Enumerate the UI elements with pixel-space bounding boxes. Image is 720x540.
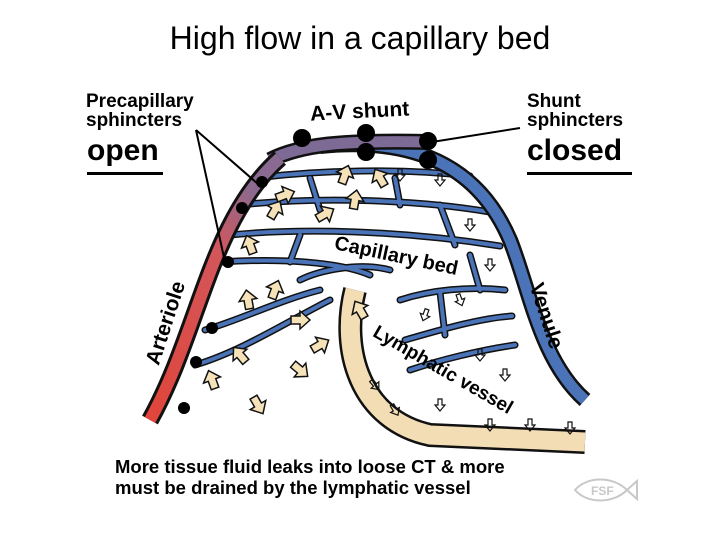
sphincter-dot-icon <box>293 129 311 147</box>
small-fluid-arrows <box>368 168 577 435</box>
shunt-state: closed <box>527 134 623 167</box>
fluid-arrow-icon <box>334 164 355 186</box>
shunt-sphincters-label-line2: sphincters <box>527 110 624 131</box>
fluid-arrow-icon <box>371 168 390 189</box>
fluid-arrow-icon <box>523 418 537 432</box>
precapillary-sphincter-dots <box>178 176 268 414</box>
caption-line1: More tissue fluid leaks into loose CT & … <box>115 456 505 477</box>
fluid-arrow-icon <box>563 421 577 435</box>
fluid-arrow-icon <box>248 394 267 415</box>
fluid-arrow-icon <box>483 418 497 432</box>
sphincter-dot-icon <box>222 256 234 268</box>
fluid-arrow-icon <box>289 360 309 378</box>
fluid-arrow-icon <box>473 348 487 362</box>
pointer-lines <box>195 127 521 263</box>
caption: More tissue fluid leaks into loose CT & … <box>115 456 505 498</box>
fluid-arrow-icon <box>453 292 466 307</box>
fluid-arrow-icon <box>351 300 370 321</box>
fluid-arrow-icon <box>389 402 401 417</box>
fluid-arrow-icon <box>419 307 432 322</box>
fluid-arrow-icon <box>237 289 259 311</box>
fluid-arrow-icon <box>344 189 366 211</box>
shunt-sphincter-dots <box>293 124 437 169</box>
fluid-arrow-icon <box>483 258 497 272</box>
sphincter-dot-icon <box>190 356 202 368</box>
fluid-arrow-icon <box>309 336 330 355</box>
sphincter-dot-icon <box>419 151 437 169</box>
capillary-network <box>191 167 519 374</box>
precapillary-label-line1: Precapillary <box>86 91 194 112</box>
fluid-arrow-icon <box>433 173 447 187</box>
sphincter-dot-icon <box>357 143 375 161</box>
sphincter-dot-icon <box>256 176 268 188</box>
shunt-underline <box>527 172 632 175</box>
fish-logo-icon: FSF <box>573 478 638 502</box>
logo-text: FSF <box>591 484 614 498</box>
fluid-arrow-icon <box>463 218 477 232</box>
fluid-arrow-icon <box>498 368 512 382</box>
shunt-sphincters-label: Shunt sphincters <box>527 92 623 130</box>
fluid-arrow-icon <box>264 279 285 301</box>
sphincter-dot-icon <box>357 124 375 142</box>
fluid-arrow-icon <box>393 168 407 182</box>
diagram-title: High flow in a capillary bed <box>169 20 551 56</box>
fluid-arrow-icon <box>314 205 335 224</box>
fluid-arrow-icon <box>240 234 261 256</box>
fluid-arrow-icon <box>433 398 447 412</box>
av-shunt-label: A-V shunt <box>310 97 410 125</box>
precapillary-label: Precapillary sphincters <box>86 92 194 130</box>
precapillary-state: open <box>87 134 159 167</box>
sphincter-dot-icon <box>419 132 437 150</box>
sphincter-dot-icon <box>206 322 218 334</box>
fluid-arrow-icon <box>265 200 284 221</box>
sphincter-dot-icon <box>178 402 190 414</box>
shunt-sphincters-label-line1: Shunt <box>527 91 581 112</box>
fluid-arrow-icon <box>202 369 223 391</box>
fluid-arrow-icon <box>274 185 296 206</box>
fluid-arrows <box>202 164 390 415</box>
fluid-arrow-icon <box>290 309 312 331</box>
precapillary-underline <box>87 172 163 175</box>
fluid-arrow-icon <box>232 346 250 366</box>
fluid-arrow-icon <box>368 378 380 391</box>
sphincter-dot-icon <box>236 202 248 214</box>
precapillary-label-line2: sphincters <box>86 110 183 131</box>
caption-line2: must be drained by the lymphatic vessel <box>115 476 471 498</box>
